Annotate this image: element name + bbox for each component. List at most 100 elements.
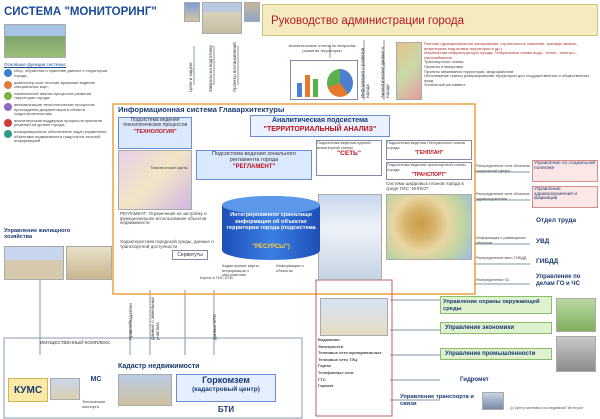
map-icon <box>4 80 12 89</box>
land-info-label: Данные о земельных участках <box>150 296 160 340</box>
bti-data-label: Данные БТИ <box>212 314 217 340</box>
utilities-photo <box>320 298 388 336</box>
dept-go-chs: Управление по делам ГО и ЧС <box>536 274 581 287</box>
genplan-map-photo <box>396 42 422 100</box>
kums-photo <box>50 378 80 400</box>
utility-item: Водоканал <box>318 337 340 342</box>
dept-uvd: УВД <box>536 238 550 245</box>
cadastre-photo <box>118 374 172 406</box>
ms-box: МС <box>90 376 102 383</box>
info-obj-label: Информация о объектах <box>276 263 304 273</box>
utility-item: Телефонные сети <box>318 369 354 375</box>
kums-box: КУМС <box>8 378 48 402</box>
plan-documents-list: Генплан (функциональное зонирование, стр… <box>424 41 598 104</box>
analysis-subsystem: Аналитическая подсистема "ТЕРРИТОРИАЛЬНЫ… <box>250 115 390 137</box>
decision-icon <box>4 118 12 127</box>
workflow-icon <box>4 102 12 111</box>
dept-hydromet: Гидромет <box>460 377 489 383</box>
reglament-subsystem-name: "РЕГЛАМЕНТ" <box>232 163 276 170</box>
plan-doc-item: Инженерная инфраструктура города: Генера… <box>424 50 577 60</box>
function-item: автоматизация технологических процессов … <box>4 102 112 117</box>
dept-industry: Управление промышленности <box>440 348 552 360</box>
characteristics-label: Характеристики городской среды, данные о… <box>120 239 214 249</box>
utilities-list: Водоканал Электросети Тепловые сети муни… <box>318 337 390 416</box>
analytic-reports-label: Аналитические отчеты по вопросам развити… <box>288 43 356 53</box>
bti-box: БТИ <box>217 405 235 414</box>
utility-item: Электросети <box>318 343 344 349</box>
tech-subsystem-title: Подсистема ведения технологических проце… <box>122 117 188 129</box>
housing-photo <box>4 246 64 280</box>
dept-environment: Управление охраны окружающей среды <box>440 296 552 314</box>
plan-doc-item: Транспортные схемы <box>424 59 464 65</box>
channel-info-development: Информация о развитии города <box>360 47 370 98</box>
plan-doc-item: Зональный регламент <box>424 82 466 88</box>
industry-photo <box>556 336 596 372</box>
resources-text: Интегрированное хранилище информации об … <box>226 212 316 231</box>
data-icon <box>4 69 12 78</box>
tech-passports-label: Технические паспорта <box>82 399 106 409</box>
genplan-subsystem: Подсистема ведения Генерального плана го… <box>386 140 472 160</box>
reglament-subsystem-title: Подсистема ведения зонального регламента… <box>212 151 296 164</box>
function-item: информационное обеспечение задач управле… <box>4 129 112 144</box>
cadastre-title: Кадастр недвижимости <box>118 363 200 370</box>
footer-credit: (с) Центр системных исследований "Интегр… <box>510 406 584 410</box>
info-system-title-box: Информационная система Главархитектуры <box>118 105 318 115</box>
nature-photo <box>556 298 596 332</box>
utility-item: Горсвет <box>318 383 334 389</box>
housing-dept: Управление жилищного хозяйства <box>4 228 71 241</box>
flag-image <box>184 2 200 22</box>
dept-note: Информация о размещении объектов <box>476 236 526 245</box>
dept-gibdd: ГИБДД <box>536 258 559 265</box>
utility-item: Тепловые сети муниципальные <box>318 350 382 356</box>
services-box: Сервитуты <box>172 250 208 260</box>
function-item: комплексный анализ процессов развития те… <box>4 91 112 101</box>
transport-photo <box>482 392 504 410</box>
set-subsystem-name: "СЕТЬ" <box>337 150 361 158</box>
dept-economy: Управление экономики <box>440 322 552 334</box>
channel-goals: Цели и задачи <box>188 62 193 92</box>
info-system-title: Информационная система Главархитектуры <box>118 105 285 114</box>
gorkomzem-box: Горкомзем (кадастровый центр) <box>176 374 276 402</box>
network-map-image <box>318 194 382 280</box>
plan-doc-item: Обоснование границ резервирования террит… <box>424 73 590 83</box>
chart-pie <box>327 69 353 97</box>
tech-subsystem-name: "ТЕХНОЛОГИЯ" <box>133 128 177 135</box>
transport-subsystem: Подсистема ведения транспортной схемы го… <box>386 162 472 180</box>
gis-bti-label: Карты и ГИС БТИ <box>200 275 233 280</box>
dept-note: Распределение мест ГИБДД <box>476 256 527 260</box>
property-icon <box>4 129 12 138</box>
transport-subsystem-name: "ТРАНСПОРТ" <box>411 172 447 179</box>
digital-plans-label: Система цифровых планов города в среде Г… <box>386 181 464 191</box>
admin-title: Руководство администрации города <box>271 15 465 27</box>
tech-subsystem: Подсистема ведения технологических проце… <box>118 117 192 149</box>
set-subsystem-desc: Подсистема ведения единой инженерной схе… <box>317 140 371 150</box>
dept-health: Управление здравоохранения и фармации <box>532 186 598 208</box>
reglament-info: РЕГЛАМЕНТ: Ограничения на застройку и фу… <box>120 211 207 226</box>
utility-item: Тепловые сети ТЭЦ <box>318 356 358 362</box>
tech-maps-image <box>118 150 192 210</box>
analysis-subsystem-title: Аналитическая подсистема <box>272 117 368 124</box>
dept-social: Управление по социальной политике <box>532 160 598 182</box>
analysis-subsystem-name: "ТЕРРИТОРИАЛЬНЫЙ АНАЛИЗ" <box>263 126 377 133</box>
dept-labor: Отдел труда <box>536 217 577 224</box>
system-title: СИСТЕМА "МОНИТОРИНГ" <box>4 6 157 18</box>
plan-doc-item: Генплан (функциональное зонирование, стр… <box>424 41 578 51</box>
buildings-photo <box>66 246 112 280</box>
channel-projects: Проекты постановлений <box>232 42 237 92</box>
system-title-box: СИСТЕМА "МОНИТОРИНГ" <box>4 4 180 20</box>
reports-chart <box>290 60 358 100</box>
function-item: сбор, обработка и хранение данных о терр… <box>4 69 112 78</box>
dept-transport: Управление транспорта и связи <box>400 394 474 407</box>
city-map-image <box>386 194 472 260</box>
resources-name: "РЕСУРСЫ") <box>252 244 290 250</box>
channel-analytic-data: Аналитические данные о городе <box>380 46 390 98</box>
genplan-subsystem-name: "ГЕНПЛАН" <box>414 150 444 157</box>
chart-bar <box>297 83 302 97</box>
plan-doc-item: Проекты планировки <box>424 63 463 69</box>
dept-note: Распределение ЧС <box>476 278 510 282</box>
channel-requests: Запросы на подготовку <box>208 44 213 92</box>
owners-label: Правообладатели <box>128 303 133 340</box>
dept-note: Распределение сети объектов здравоохране… <box>476 192 530 201</box>
analysis-icon <box>4 91 12 100</box>
